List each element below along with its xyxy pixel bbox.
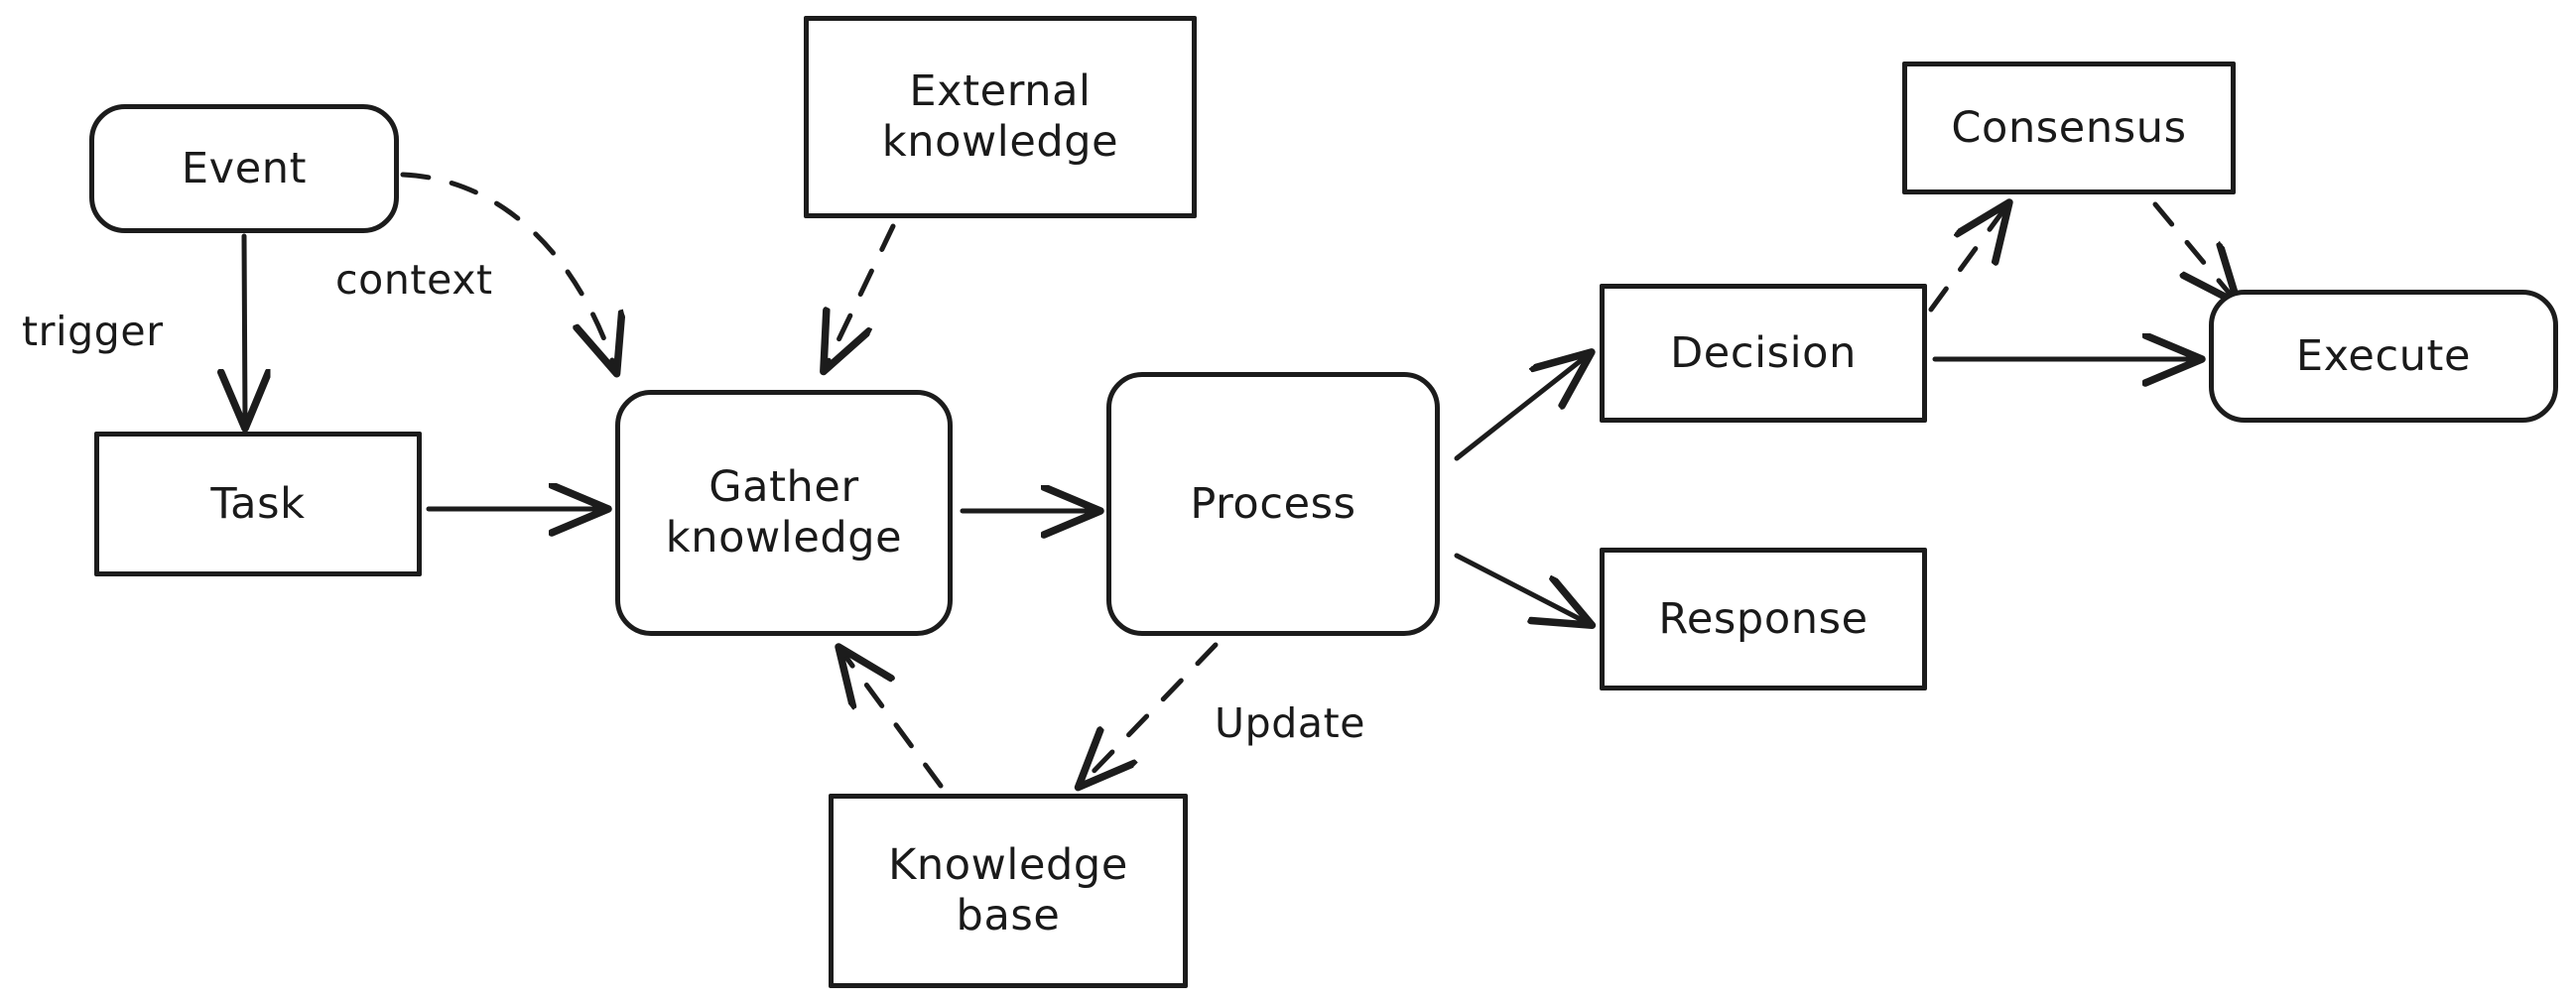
node-response[interactable]: Response	[1600, 548, 1927, 690]
node-external-knowledge-label: External knowledge	[881, 66, 1119, 167]
node-process[interactable]: Process	[1106, 372, 1440, 636]
node-consensus[interactable]: Consensus	[1902, 62, 2236, 194]
node-execute-label: Execute	[2295, 330, 2472, 381]
edge-consensus-execute	[2152, 201, 2235, 300]
node-knowledge-base-label: Knowledge base	[888, 840, 1128, 940]
edge-label-update: Update	[1215, 699, 1366, 747]
node-task-label: Task	[210, 478, 306, 529]
node-task[interactable]: Task	[94, 432, 422, 576]
node-event[interactable]: Event	[89, 104, 399, 233]
node-decision-label: Decision	[1670, 327, 1857, 378]
edge-process-response	[1454, 553, 1588, 623]
node-consensus-label: Consensus	[1951, 102, 2187, 153]
edge-label-trigger: trigger	[22, 308, 164, 355]
edge-process-decision	[1454, 355, 1588, 461]
node-event-label: Event	[181, 143, 308, 193]
edge-label-context: context	[335, 256, 493, 304]
edge-decision-consensus	[1928, 206, 2006, 313]
node-gather-knowledge[interactable]: Gather knowledge	[615, 390, 953, 636]
node-decision[interactable]: Decision	[1600, 284, 1927, 423]
edge-event-task	[244, 233, 245, 424]
node-process-label: Process	[1190, 478, 1356, 529]
node-gather-knowledge-label: Gather knowledge	[665, 462, 903, 563]
node-external-knowledge[interactable]: External knowledge	[804, 16, 1197, 218]
edge-event-gather	[400, 172, 615, 369]
node-knowledge-base[interactable]: Knowledge base	[829, 794, 1188, 988]
edge-kb-gather	[841, 651, 944, 789]
edge-external-gather	[826, 223, 896, 367]
node-response-label: Response	[1658, 593, 1868, 644]
node-execute[interactable]: Execute	[2209, 290, 2558, 423]
edge-process-kb	[1082, 642, 1219, 784]
